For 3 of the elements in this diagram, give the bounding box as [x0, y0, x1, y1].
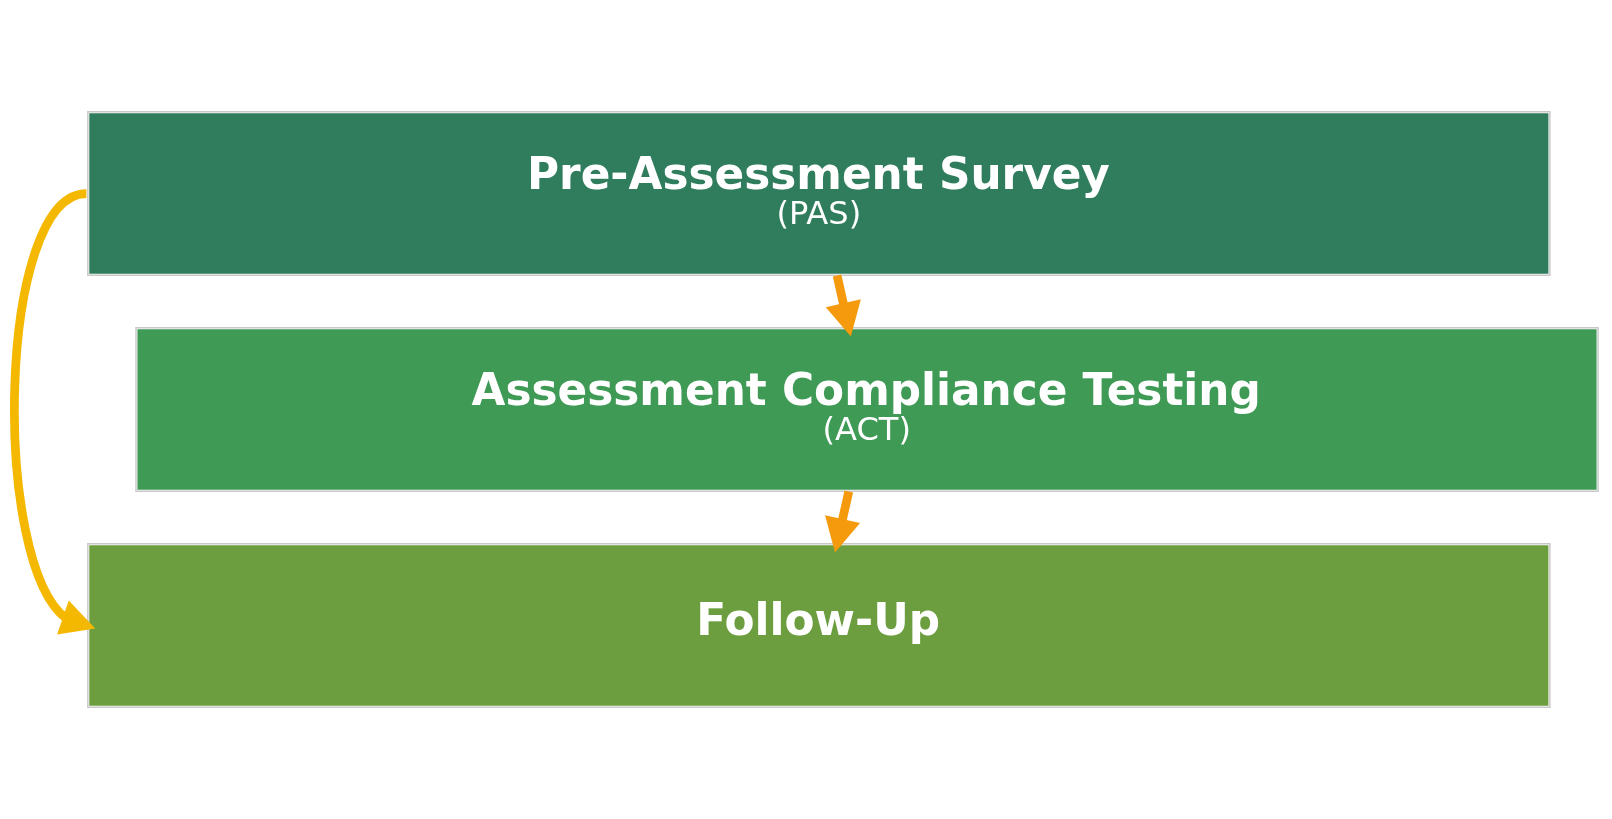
- arrow: [825, 490, 861, 553]
- arrow: [10, 189, 96, 635]
- arrow: [825, 274, 861, 337]
